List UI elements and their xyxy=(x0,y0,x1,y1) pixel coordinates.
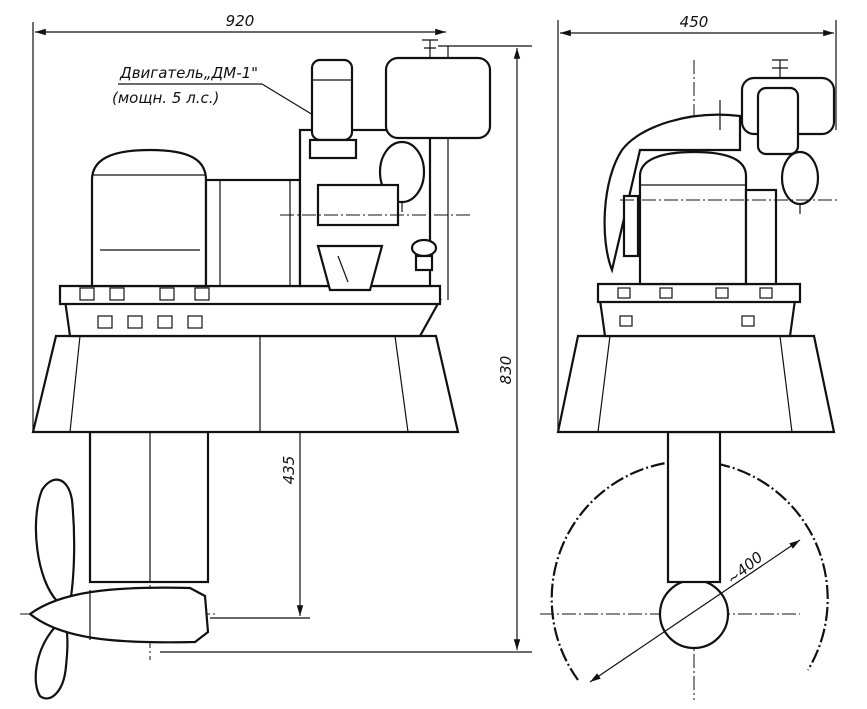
motor-front xyxy=(603,59,840,286)
engine-callout: Двигатель„ДМ-1" (мощн. 5 л.с.) xyxy=(112,64,319,119)
dimension-830-label: 830 xyxy=(497,356,515,385)
dimension-920-label: 920 xyxy=(226,12,255,30)
dimension-450-label: 450 xyxy=(680,13,709,31)
propeller-side xyxy=(28,478,210,700)
dimension-435-label: 435 xyxy=(280,456,298,485)
lower-housing-side xyxy=(31,334,460,434)
oil-cap-icon xyxy=(410,238,438,272)
mounting-plate-front xyxy=(596,282,802,338)
dimension-435: 435 xyxy=(210,335,310,619)
propeller-diameter-label: ~400 xyxy=(723,548,766,588)
motor-side xyxy=(90,148,302,288)
mounting-plate-side xyxy=(58,284,442,338)
front-view: 450 ~400 xyxy=(540,13,840,700)
dimension-830: 830 xyxy=(160,45,532,653)
lower-housing-front xyxy=(556,334,836,434)
side-view: 920 830 435 Двигатель„ДМ-1" (мощн. 5 л.с… xyxy=(20,12,532,700)
engine-callout-line1: Двигатель„ДМ-1" xyxy=(119,64,258,82)
gauge-icon xyxy=(316,244,384,292)
dimension-450: 450 xyxy=(557,13,837,430)
engine-callout-line2: (мощн. 5 л.с.) xyxy=(112,89,219,107)
engine-side xyxy=(280,39,492,292)
propeller-leg xyxy=(88,430,210,584)
propeller-leg-front xyxy=(666,430,722,584)
